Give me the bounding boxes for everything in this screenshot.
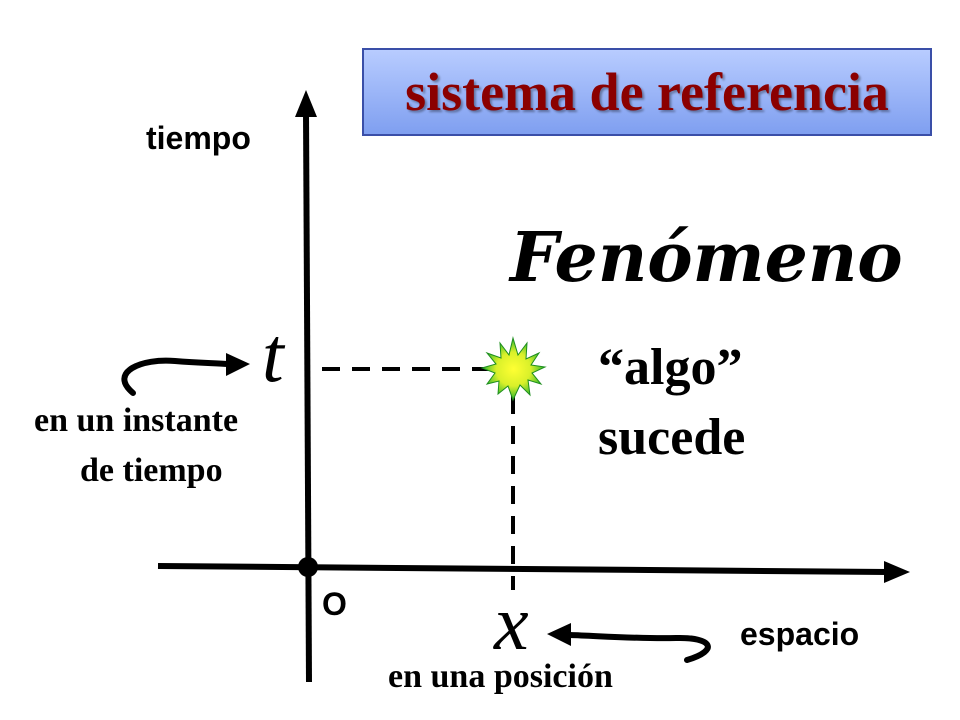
position-annotation-arrow <box>567 632 711 663</box>
time-axis <box>303 111 312 683</box>
burst-star-icon <box>480 336 547 402</box>
title-box: sistema de referencia <box>362 48 932 136</box>
origin-label: O <box>322 586 347 622</box>
space-axis-arrowhead <box>884 561 910 583</box>
position-variable: x <box>494 579 529 666</box>
time-annotation-arrowhead <box>226 353 250 376</box>
time-annotation-line2: de tiempo <box>80 452 223 489</box>
time-axis-label: tiempo <box>146 120 251 156</box>
time-annotation-arrow <box>121 357 231 396</box>
event-heading: Fenómeno <box>510 218 903 298</box>
space-axis <box>157 563 889 575</box>
event-text-line2: sucede <box>598 409 746 466</box>
event-text-line1: “algo” <box>598 339 743 396</box>
time-variable: t <box>262 311 284 398</box>
position-annotation-arrowhead <box>547 623 571 646</box>
time-annotation-line1: en un instante <box>34 402 239 439</box>
origin-point <box>298 557 318 577</box>
time-axis-arrowhead <box>295 90 317 117</box>
diagram-title: sistema de referencia <box>405 62 889 122</box>
position-annotation: en una posición <box>388 658 613 695</box>
space-axis-label: espacio <box>740 616 860 652</box>
